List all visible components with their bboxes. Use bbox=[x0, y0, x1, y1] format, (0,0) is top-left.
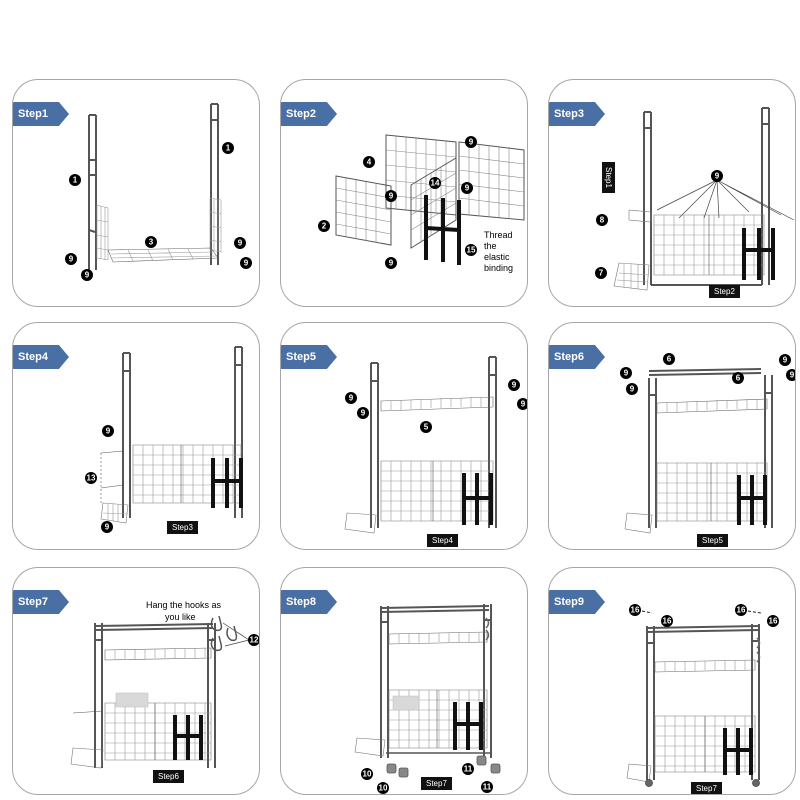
svg-text:9: 9 bbox=[361, 409, 366, 418]
step9-ref: Step7 bbox=[691, 782, 722, 794]
step4-callouts: 9 13 9 bbox=[85, 425, 114, 533]
svg-text:10: 10 bbox=[363, 770, 372, 779]
casters bbox=[386, 755, 501, 778]
step1-panel: Step1 1 1 3 9 9 9 9 bbox=[12, 79, 260, 307]
step3-panel: Step3 9 8 7 Step1 Step2 bbox=[548, 79, 796, 307]
svg-text:9: 9 bbox=[512, 381, 517, 390]
svg-text:8: 8 bbox=[600, 216, 605, 225]
svg-text:10: 10 bbox=[379, 784, 388, 793]
step5-panel: Step5 9 9 9 9 5 Step4 bbox=[280, 322, 528, 550]
step3-diagram: 9 8 7 bbox=[595, 107, 795, 291]
step7-note-line2: you like bbox=[165, 612, 196, 622]
step2-panel: Step2 9 4 14 9 9 2 15 9 bbox=[280, 79, 528, 307]
step4-panel: Step4 9 13 9 Step3 bbox=[12, 322, 260, 550]
svg-text:9: 9 bbox=[465, 184, 470, 193]
step2-note-line4: binding bbox=[484, 263, 513, 273]
step7-note-line1: Hang the hooks as bbox=[146, 600, 222, 610]
svg-text:1: 1 bbox=[226, 144, 231, 153]
svg-text:16: 16 bbox=[631, 606, 640, 615]
svg-text:9: 9 bbox=[244, 259, 249, 268]
step6-ref: Step5 bbox=[697, 534, 728, 547]
step2-note-line3: elastic bbox=[484, 252, 510, 262]
svg-text:16: 16 bbox=[737, 606, 746, 615]
svg-text:9: 9 bbox=[85, 271, 90, 280]
step6-callouts: 6 6 9 9 9 9 bbox=[620, 353, 795, 395]
step5-ref: Step4 bbox=[427, 534, 458, 547]
svg-text:15: 15 bbox=[467, 246, 476, 255]
svg-text:11: 11 bbox=[483, 783, 492, 792]
svg-text:9: 9 bbox=[790, 371, 795, 380]
step5-tag: Step5 bbox=[281, 345, 337, 369]
step3-ref-bottom: Step2 bbox=[709, 285, 740, 298]
svg-text:11: 11 bbox=[464, 765, 473, 774]
svg-text:6: 6 bbox=[736, 374, 741, 383]
svg-text:4: 4 bbox=[367, 158, 372, 167]
step2-note-line2: the bbox=[484, 241, 497, 251]
svg-text:3: 3 bbox=[149, 238, 154, 247]
svg-text:9: 9 bbox=[783, 356, 788, 365]
step8-ref: Step7 bbox=[421, 777, 452, 790]
svg-text:9: 9 bbox=[521, 400, 526, 409]
step6-diagram: 6 6 9 9 9 9 bbox=[620, 353, 795, 534]
hooks-illustration bbox=[210, 615, 238, 652]
step2-note-line1: Thread bbox=[484, 230, 513, 240]
svg-text:9: 9 bbox=[349, 394, 354, 403]
svg-text:7: 7 bbox=[599, 269, 604, 278]
step5-callouts: 9 9 9 9 5 bbox=[345, 379, 527, 433]
svg-text:12: 12 bbox=[250, 636, 259, 645]
svg-text:16: 16 bbox=[769, 617, 778, 626]
step1-diagram: 1 1 3 9 9 9 9 bbox=[65, 103, 252, 281]
svg-text:1: 1 bbox=[73, 176, 78, 185]
step4-ref: Step3 bbox=[167, 521, 198, 534]
step7-tag: Step7 bbox=[13, 590, 69, 614]
step3-callouts: 9 8 7 bbox=[595, 170, 723, 279]
step1-callouts: 1 1 3 9 9 9 9 bbox=[65, 142, 252, 281]
svg-text:2: 2 bbox=[322, 222, 327, 231]
step6-tag: Step6 bbox=[549, 345, 605, 369]
step2-callouts: 9 4 14 9 9 2 15 9 bbox=[318, 136, 477, 269]
step8-callouts: 10 10 11 11 bbox=[361, 763, 493, 794]
svg-text:9: 9 bbox=[715, 172, 720, 181]
step7-panel: Step7 12 Han bbox=[12, 567, 260, 795]
step9-diagram: 16 16 16 16 bbox=[626, 604, 779, 787]
svg-text:9: 9 bbox=[106, 427, 111, 436]
step9-callouts: 16 16 16 16 bbox=[629, 604, 779, 627]
svg-text:6: 6 bbox=[667, 355, 672, 364]
step8-diagram: 10 10 11 11 bbox=[354, 604, 501, 794]
step9-panel: Step9 16 16 16 16 bbox=[548, 567, 796, 795]
step8-panel: Step8 10 bbox=[280, 567, 528, 795]
svg-text:5: 5 bbox=[424, 423, 429, 432]
step1-tag: Step1 bbox=[13, 102, 69, 126]
svg-text:16: 16 bbox=[663, 617, 672, 626]
step3-tag: Step3 bbox=[549, 102, 605, 126]
step7-ref: Step6 bbox=[153, 770, 184, 783]
elastic-binding bbox=[424, 195, 461, 265]
svg-text:9: 9 bbox=[469, 138, 474, 147]
step3-ref-top: Step1 bbox=[602, 162, 615, 193]
svg-text:9: 9 bbox=[630, 385, 635, 394]
svg-text:9: 9 bbox=[69, 255, 74, 264]
step4-tag: Step4 bbox=[13, 345, 69, 369]
svg-text:9: 9 bbox=[624, 369, 629, 378]
step5-diagram: 9 9 9 9 5 bbox=[344, 356, 527, 534]
step7-callouts: 12 bbox=[248, 634, 259, 646]
svg-text:9: 9 bbox=[389, 192, 394, 201]
step4-diagram: 9 13 9 bbox=[85, 346, 243, 533]
step7-diagram: 12 Hang the hooks as you like bbox=[70, 600, 259, 769]
step9-tag: Step9 bbox=[549, 590, 605, 614]
svg-text:14: 14 bbox=[431, 179, 440, 188]
svg-text:13: 13 bbox=[87, 474, 96, 483]
step2-diagram: 9 4 14 9 9 2 15 9 Thread the elastic bin… bbox=[318, 134, 525, 273]
svg-text:9: 9 bbox=[105, 523, 110, 532]
svg-text:9: 9 bbox=[389, 259, 394, 268]
step6-panel: Step6 6 6 9 9 9 9 Step5 bbox=[548, 322, 796, 550]
step8-tag: Step8 bbox=[281, 590, 337, 614]
step2-tag: Step2 bbox=[281, 102, 337, 126]
svg-text:9: 9 bbox=[238, 239, 243, 248]
